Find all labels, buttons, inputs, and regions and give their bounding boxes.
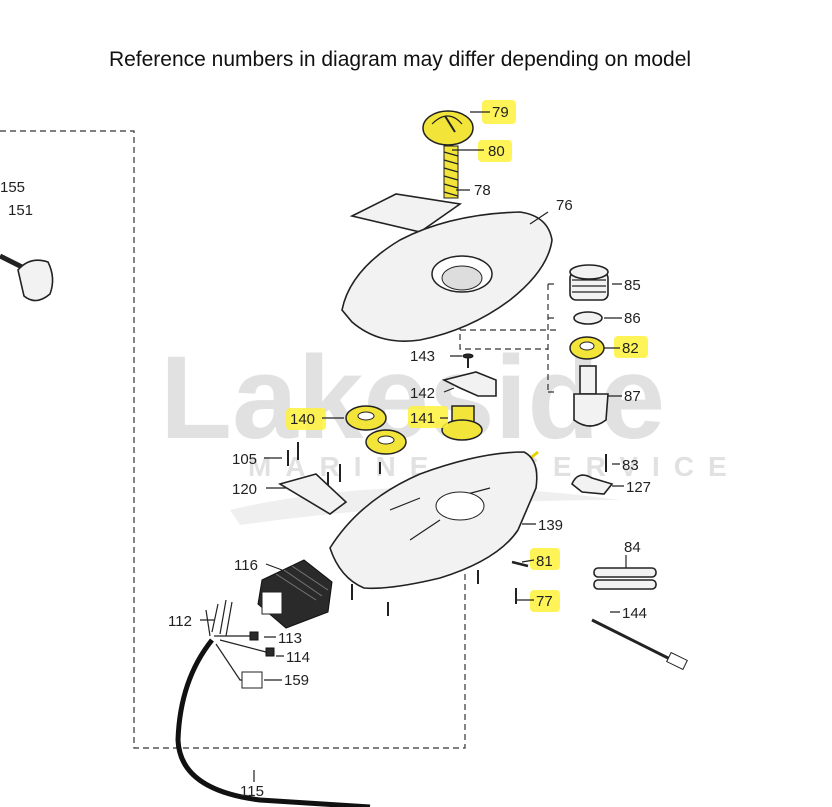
- part-127-clamp[interactable]: [571, 474, 614, 495]
- callout-83: 83: [622, 457, 639, 474]
- callout-140: 140: [290, 411, 315, 428]
- part-105-screws[interactable]: [287, 442, 381, 488]
- part-151-connector[interactable]: [0, 253, 54, 302]
- part-85-gear[interactable]: [569, 264, 609, 301]
- part-82-nut[interactable]: [569, 336, 605, 360]
- part-86-washer[interactable]: [573, 311, 603, 325]
- part-116-heatsink[interactable]: [257, 559, 333, 629]
- part-144-cable[interactable]: [591, 618, 688, 671]
- callout-87: 87: [624, 388, 641, 405]
- part-81-screw[interactable]: [511, 560, 529, 568]
- callout-115: 115: [240, 783, 264, 800]
- callout-144: 144: [622, 605, 647, 622]
- callout-159: 159: [284, 672, 309, 689]
- callout-114: 114: [286, 649, 310, 666]
- callout-78: 78: [474, 182, 491, 199]
- callout-116: 116: [234, 557, 258, 574]
- callout-80: 80: [488, 143, 505, 160]
- callout-120: 120: [232, 481, 257, 498]
- part-120-plate[interactable]: [277, 473, 348, 515]
- callout-143: 143: [410, 348, 435, 365]
- part-79-knob[interactable]: [422, 110, 474, 146]
- callout-155: 155: [0, 179, 25, 196]
- callout-142: 142: [410, 385, 435, 402]
- part-87-coupler[interactable]: [573, 365, 609, 427]
- part-78-gasket[interactable]: [349, 193, 463, 233]
- callout-141: 141: [410, 410, 435, 427]
- part-139-base[interactable]: [329, 451, 538, 590]
- callout-127: 127: [626, 479, 651, 496]
- callout-139: 139: [538, 517, 563, 534]
- callout-76: 76: [556, 197, 573, 214]
- part-84-pins[interactable]: [593, 567, 657, 590]
- callout-113: 113: [278, 630, 302, 647]
- part-142-bracket[interactable]: [441, 371, 497, 397]
- part-77-screws[interactable]: [351, 570, 517, 616]
- callout-85: 85: [624, 277, 641, 294]
- part-80-spring[interactable]: [443, 145, 459, 199]
- part-140-gears[interactable]: [345, 405, 407, 455]
- callout-86: 86: [624, 310, 641, 327]
- callout-112: 112: [168, 613, 192, 630]
- callout-79: 79: [492, 104, 509, 121]
- callout-81: 81: [536, 553, 553, 570]
- wiring-harness[interactable]: [175, 599, 371, 807]
- callout-151: 151: [8, 202, 33, 219]
- part-76-cover[interactable]: [341, 211, 553, 342]
- callout-105: 105: [232, 451, 257, 468]
- part-141-drive[interactable]: [441, 405, 483, 441]
- diagram-note: Reference numbers in diagram may differ …: [108, 48, 692, 71]
- callout-77: 77: [536, 593, 553, 610]
- part-143-screw[interactable]: [462, 353, 474, 368]
- callout-82: 82: [622, 340, 639, 357]
- callout-84: 84: [624, 539, 641, 556]
- wiring-boundary: [0, 130, 466, 749]
- cover-boundary: [459, 283, 560, 393]
